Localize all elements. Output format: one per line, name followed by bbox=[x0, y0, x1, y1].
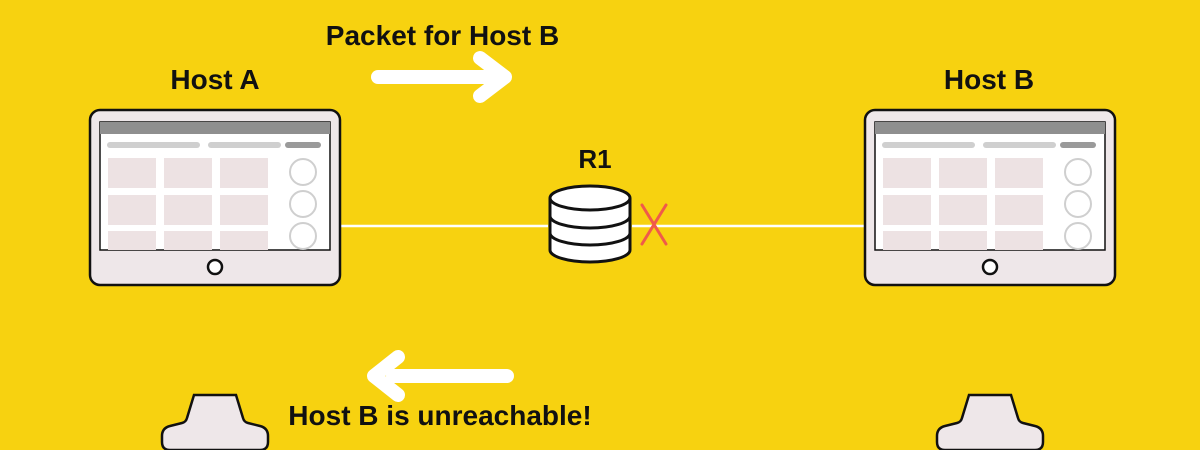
host-b-label: Host B bbox=[943, 64, 1035, 95]
arrow-left-icon bbox=[367, 350, 514, 402]
host-a-monitor-icon bbox=[88, 108, 342, 450]
host-b-monitor-icon bbox=[863, 108, 1117, 450]
unreachable-label: Host B is unreachable! bbox=[288, 400, 592, 431]
router-icon bbox=[548, 184, 632, 264]
packet-direction-label: Packet for Host B bbox=[325, 20, 560, 51]
x-mark-icon bbox=[640, 203, 668, 246]
arrow-right-icon bbox=[371, 51, 512, 103]
host-a-label: Host A bbox=[170, 64, 260, 95]
router-label: R1 bbox=[578, 144, 612, 174]
